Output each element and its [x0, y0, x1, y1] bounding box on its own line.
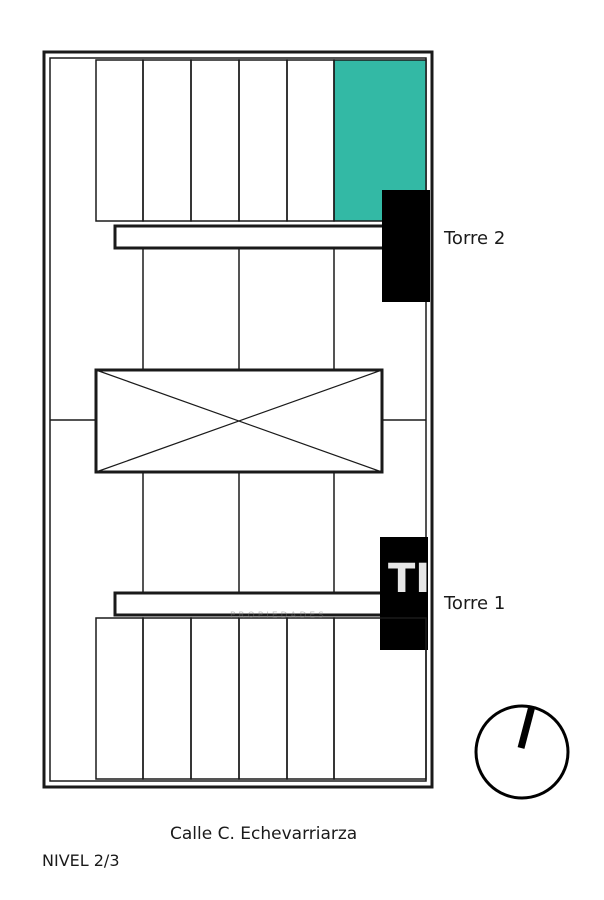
watermark-logo-text: TI: [388, 556, 431, 602]
parking-stall: [95, 59, 144, 222]
tower-2-label: Torre 2: [444, 228, 506, 249]
parking-stall: [286, 617, 335, 780]
north-compass-icon: [474, 704, 570, 800]
top-corridor-beam: [113, 224, 392, 250]
parking-stall: [142, 59, 192, 222]
parking-stall: [286, 59, 335, 222]
watermark-subtext: PROPIEDADES: [230, 611, 327, 621]
parking-stall: [142, 617, 192, 780]
level-label: NIVEL 2/3: [42, 851, 120, 870]
parking-stall: [238, 59, 288, 222]
parking-stall: [190, 617, 240, 780]
grid-lines: [50, 248, 426, 593]
parking-stall: [190, 59, 240, 222]
tower-1-label: Torre 1: [444, 593, 506, 614]
building-outline-outer: [42, 50, 434, 789]
street-label: Calle C. Echevarriarza: [170, 824, 358, 844]
top-parking-stalls: [95, 59, 335, 222]
parking-stall: [333, 617, 427, 780]
parking-stall: [95, 617, 144, 780]
bottom-parking-stalls: [95, 617, 427, 780]
tower-2-core[interactable]: [382, 190, 430, 302]
central-void: [94, 368, 384, 474]
parking-stall: [238, 617, 288, 780]
tower-1-core[interactable]: [380, 537, 428, 650]
